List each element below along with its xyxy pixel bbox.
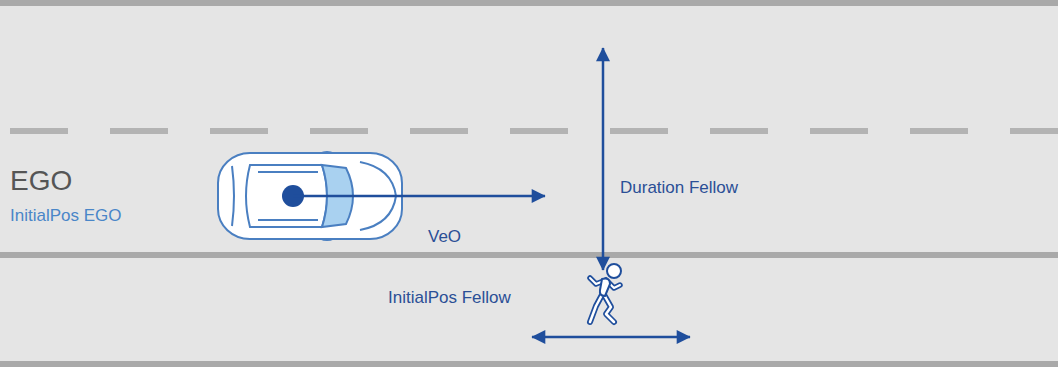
vehicle-name: EGO	[10, 166, 72, 197]
pedestrian	[590, 264, 621, 322]
position-label: InitialPos Fellow	[388, 289, 511, 308]
duration-label: Duration Fellow	[620, 179, 738, 198]
velocity-label: VeO	[428, 228, 461, 247]
road-edge	[0, 0, 1058, 6]
duration-arrow	[602, 48, 605, 270]
sidewalk-edge	[0, 361, 1058, 367]
curb-line	[0, 252, 1058, 258]
position-label: InitialPos EGO	[10, 207, 122, 226]
position-arrow	[532, 336, 690, 339]
velocity-arrow	[293, 195, 545, 198]
lane-divider	[10, 128, 1058, 134]
